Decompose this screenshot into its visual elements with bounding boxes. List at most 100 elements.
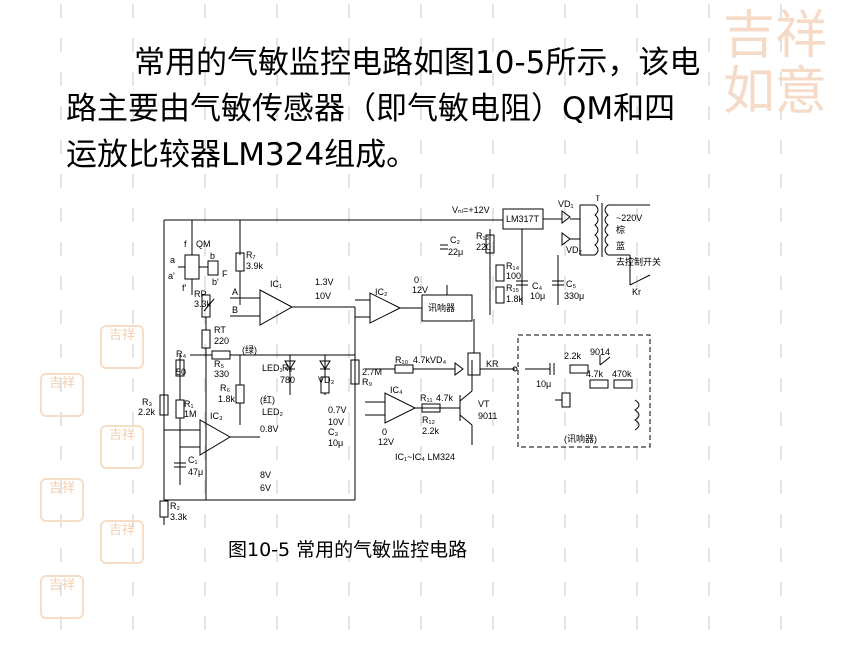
relay-contact-label: Kr — [632, 287, 641, 297]
decorative-seal-2: 吉祥 — [40, 373, 84, 417]
regulator-label: LM317T — [506, 214, 540, 224]
grid-dash — [276, 310, 278, 324]
r12-label: R₁₂ — [422, 415, 436, 425]
grid-dash — [780, 514, 782, 528]
v12b-label: 12V — [378, 437, 394, 447]
grid-dash — [780, 140, 782, 154]
osc-r1-label: 2.2k — [564, 351, 582, 361]
grid-dash — [276, 208, 278, 222]
grid-dash — [276, 514, 278, 528]
grid-dash — [636, 446, 638, 460]
grid-dash — [780, 174, 782, 188]
grid-dash — [636, 242, 638, 256]
grid-dash — [780, 616, 782, 630]
v10-label: 10V — [315, 291, 331, 301]
grid-dash — [60, 4, 62, 18]
grid-dash — [636, 344, 638, 358]
v13-label: 1.3V — [315, 277, 334, 287]
grid-dash — [492, 38, 494, 52]
grid-dash — [636, 72, 638, 86]
r10-label: R₁₀ — [395, 355, 409, 365]
grid-dash — [204, 446, 206, 460]
grid-dash — [60, 446, 62, 460]
r10-value: 4.7k — [413, 355, 431, 365]
grid-dash — [420, 276, 422, 290]
v12a-label: 12V — [412, 285, 428, 295]
grid-dash — [348, 344, 350, 358]
grid-dash — [420, 174, 422, 188]
grid-dash — [348, 548, 350, 562]
grid-dash — [780, 480, 782, 494]
grid-dash — [492, 242, 494, 256]
grid-dash — [708, 378, 710, 392]
grid-dash — [60, 378, 62, 392]
grid-dash — [564, 72, 566, 86]
r4-value: 50 — [176, 367, 186, 377]
grid-dash — [636, 514, 638, 528]
grid-dash — [348, 412, 350, 426]
grid-dash — [636, 616, 638, 630]
grid-dash — [204, 378, 206, 392]
grid-dash — [132, 310, 134, 324]
c5-value: 330μ — [564, 291, 584, 301]
rt-value: 220 — [214, 336, 229, 346]
grid-dash — [492, 276, 494, 290]
grid-dash — [348, 582, 350, 596]
grid-dash — [204, 140, 206, 154]
grid-dash — [348, 446, 350, 460]
grid-dash — [204, 106, 206, 120]
grid-dash — [276, 378, 278, 392]
grid-dash — [492, 378, 494, 392]
c2-value: 22μ — [448, 247, 463, 257]
grid-dash — [204, 412, 206, 426]
grid-dash — [132, 208, 134, 222]
r9-value: 2.7M — [362, 367, 382, 377]
grid-dash — [60, 616, 62, 630]
r3-value: 2.2k — [138, 407, 156, 417]
r12-value: 2.2k — [422, 426, 440, 436]
decorative-seal-1: 吉祥 — [100, 325, 144, 369]
r8-label: R₈ — [282, 363, 292, 373]
grid-dash — [780, 582, 782, 596]
grid-dash — [780, 208, 782, 222]
grid-dash — [348, 616, 350, 630]
ic4-label: IC₄ — [390, 385, 403, 395]
grid-dash — [780, 38, 782, 52]
grid-dash — [708, 276, 710, 290]
grid-dash — [708, 140, 710, 154]
grid-dash — [708, 514, 710, 528]
grid-dash — [60, 208, 62, 222]
grid-dash — [420, 106, 422, 120]
grid-dash — [708, 72, 710, 86]
rp-label: RP — [194, 289, 207, 299]
grid-dash — [132, 276, 134, 290]
r6-label: R₆ — [220, 383, 230, 393]
grid-dash — [348, 480, 350, 494]
node-a-label: a — [170, 255, 175, 265]
decorative-seal-5: 吉祥 — [100, 520, 144, 564]
grid-dash — [708, 38, 710, 52]
grid-dash — [780, 446, 782, 460]
grid-dash — [348, 38, 350, 52]
grid-dash — [492, 72, 494, 86]
grid-dash — [132, 344, 134, 358]
to-switch-label: 去控制开关 — [616, 256, 661, 267]
grid-dash — [636, 378, 638, 392]
grid-dash — [636, 208, 638, 222]
grid-dash — [204, 616, 206, 630]
grid-dash — [564, 276, 566, 290]
grid-dash — [492, 174, 494, 188]
grid-dash — [348, 140, 350, 154]
node-A-label: A — [232, 287, 238, 297]
grid-dash — [276, 140, 278, 154]
grid-dash — [492, 480, 494, 494]
grid-dash — [636, 582, 638, 596]
grid-dash — [636, 140, 638, 154]
grid-dash — [132, 548, 134, 562]
r6-value: 1.8k — [218, 394, 236, 404]
grid-dash — [780, 344, 782, 358]
r13-label: R₁₃ — [476, 231, 490, 241]
grid-dash — [132, 378, 134, 392]
ic3-label: IC₃ — [210, 411, 223, 421]
grid-dash — [132, 582, 134, 596]
